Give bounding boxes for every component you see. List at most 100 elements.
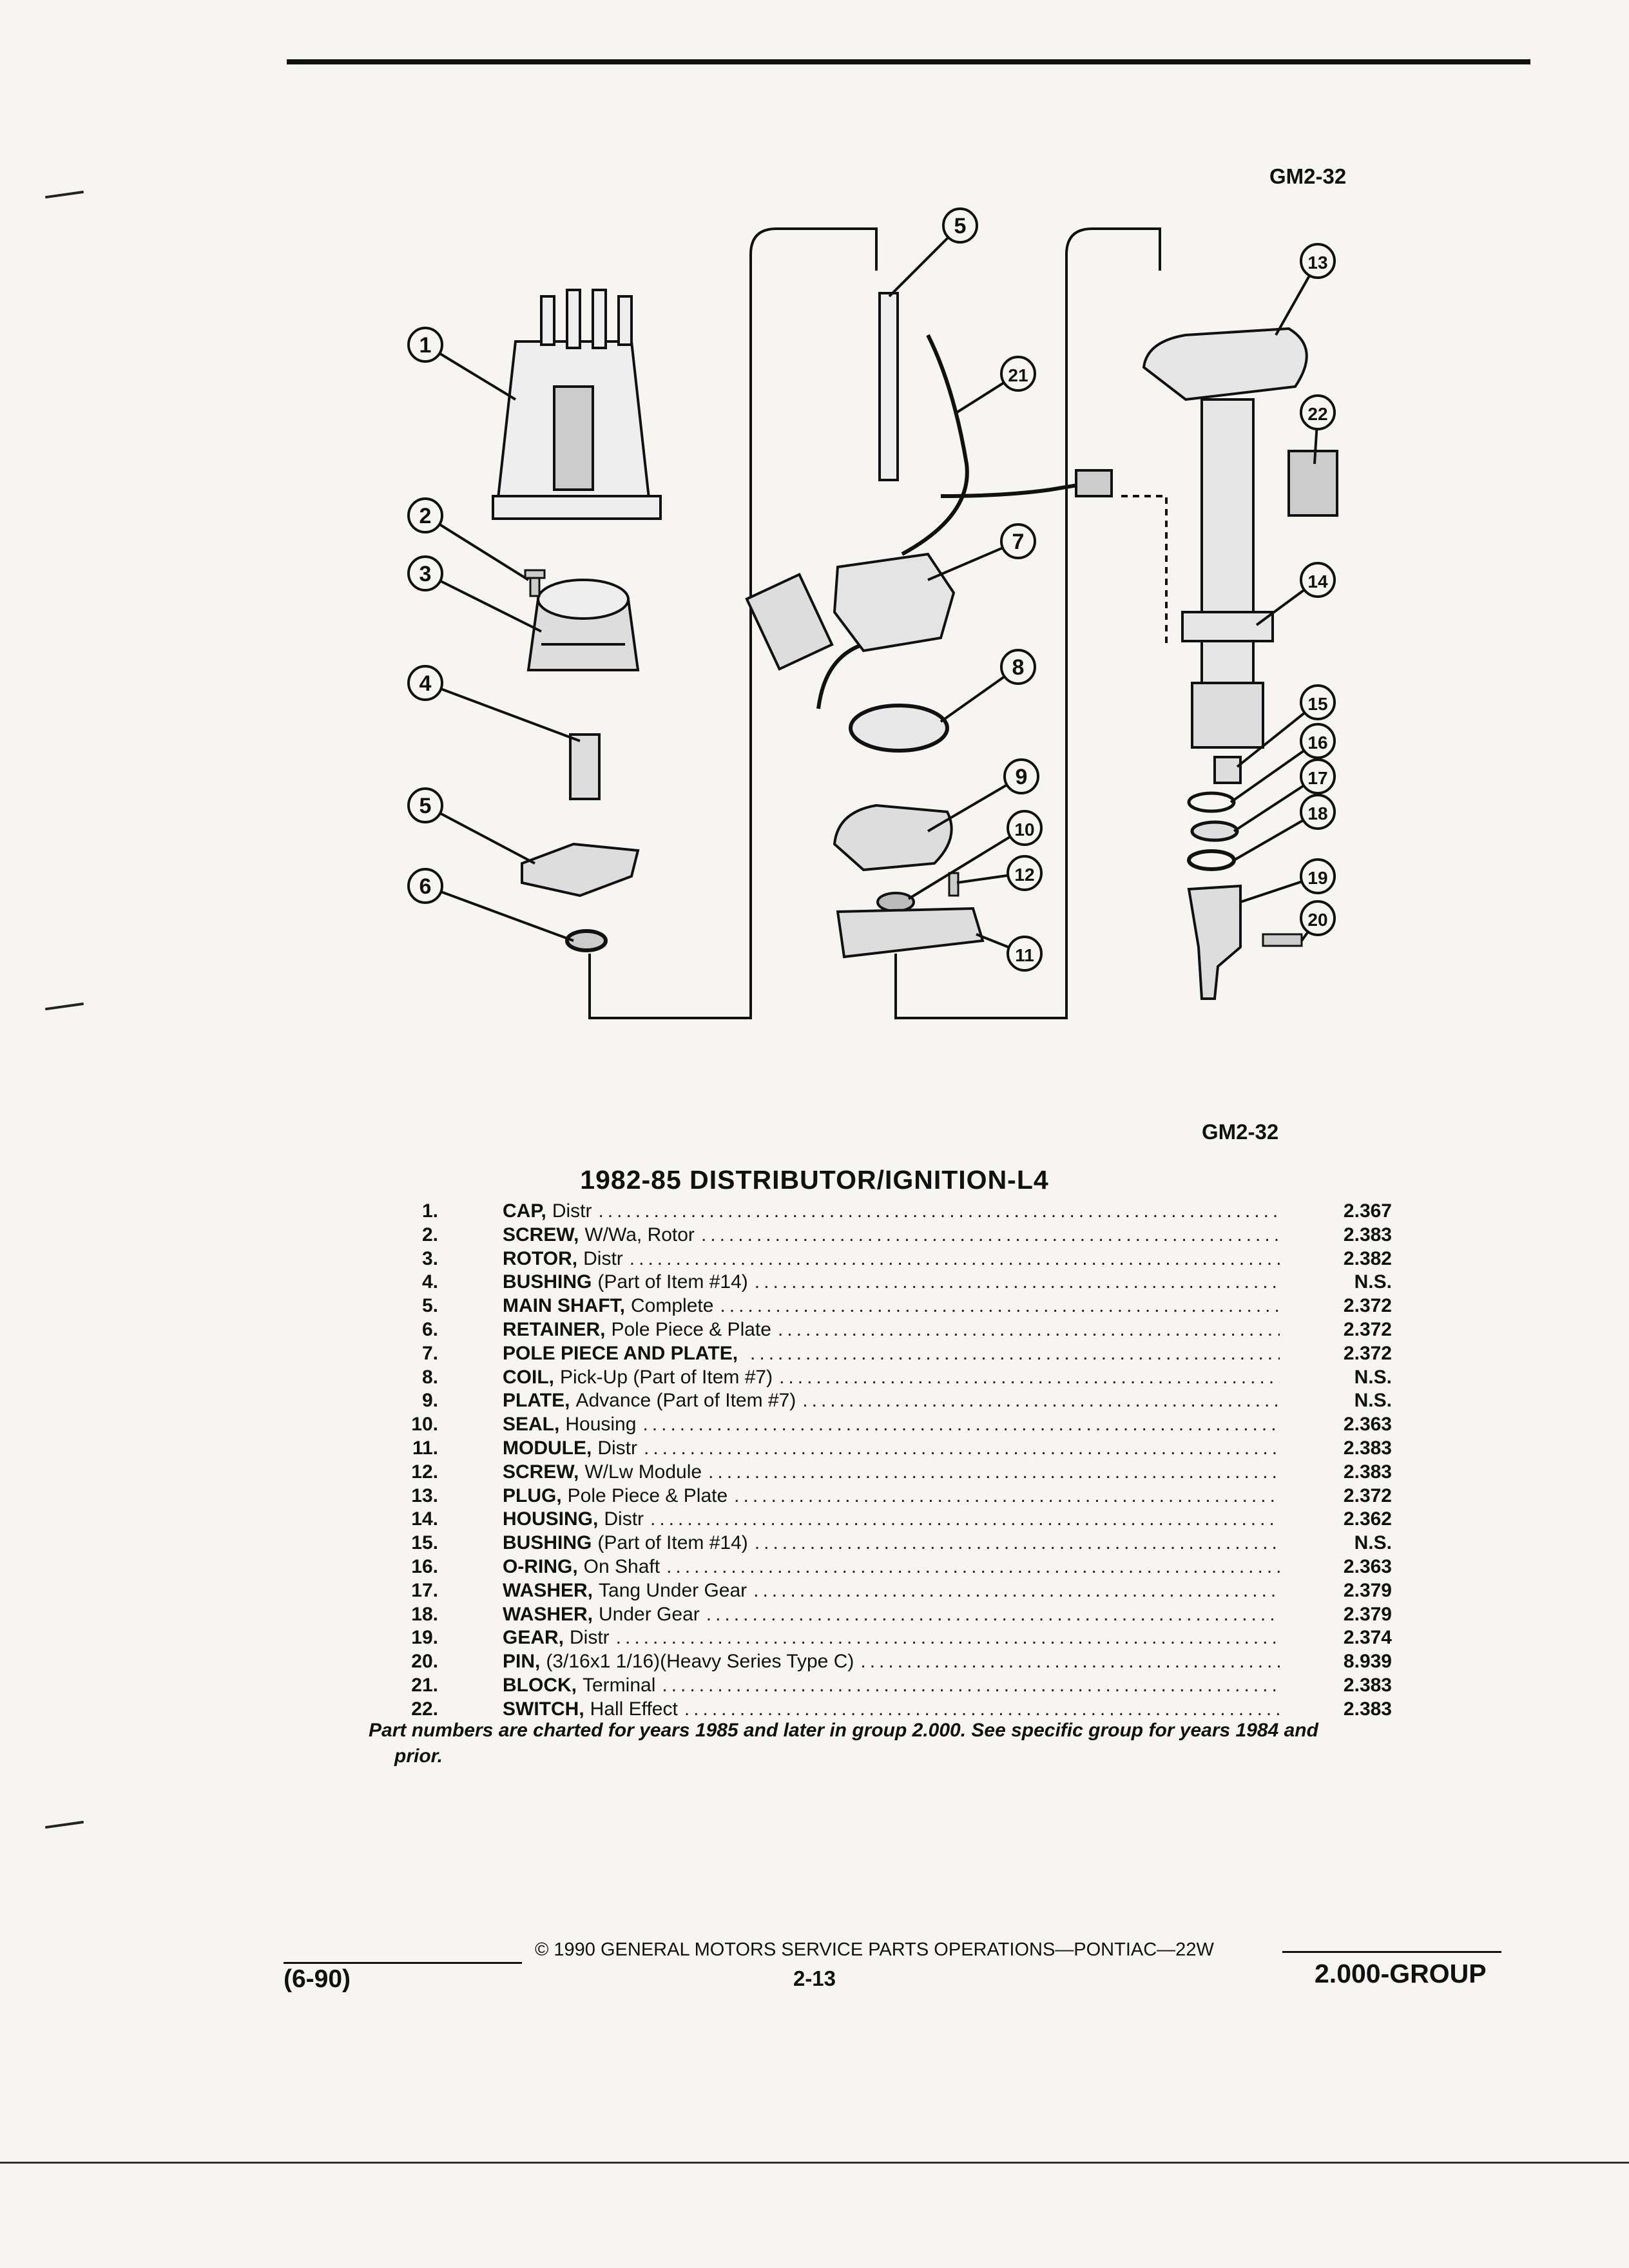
callout-number: 10 — [1014, 820, 1034, 840]
callout-number: 17 — [1307, 768, 1327, 788]
gear-pin — [1262, 933, 1303, 947]
part-group-ref: N.S. — [1354, 1532, 1392, 1554]
parts-row: 1.CAP,Distr2.367 — [361, 1200, 1392, 1224]
part-number: 15. — [411, 1532, 438, 1554]
figure-code-top: GM2-32 — [1269, 164, 1347, 188]
part-number: 12. — [411, 1461, 438, 1483]
part-description: Distr — [597, 1437, 637, 1459]
footer-rule-right — [1282, 1951, 1501, 1953]
footnote: Part numbers are charted for years 1985 … — [369, 1718, 1490, 1769]
parts-row: 6.RETAINER,Pole Piece & Plate2.372 — [361, 1318, 1392, 1342]
part-group-ref: N.S. — [1354, 1271, 1392, 1293]
callout-circle — [1300, 684, 1336, 720]
part-number: 7. — [421, 1342, 438, 1364]
part-group-ref: 2.372 — [1343, 1485, 1392, 1506]
part-group-ref: N.S. — [1354, 1390, 1392, 1412]
callout-circle — [1007, 810, 1043, 846]
distributor-module — [836, 907, 985, 959]
part-name: SCREW, — [503, 1461, 579, 1483]
part-number: 22. — [411, 1698, 438, 1720]
distributor-gear — [1187, 884, 1242, 1000]
part-group-ref: 2.383 — [1343, 1437, 1392, 1459]
callout-number: 11 — [1015, 945, 1034, 965]
part-description: Distr — [583, 1247, 623, 1269]
part-name: MAIN SHAFT, — [503, 1295, 625, 1317]
part-group-ref: 2.362 — [1343, 1508, 1392, 1530]
part-description: Terminal — [583, 1674, 656, 1696]
leader-dots — [662, 1674, 1280, 1698]
leader-dots — [616, 1626, 1280, 1650]
part-number: 14. — [411, 1508, 438, 1530]
callout-circle — [1300, 243, 1336, 279]
callout-number: 14 — [1307, 572, 1328, 591]
part-number: 6. — [421, 1318, 438, 1340]
parts-row: 21.BLOCK,Terminal2.383 — [361, 1674, 1392, 1698]
part-name: BUSHING — [503, 1271, 592, 1293]
part-name: GEAR, — [503, 1627, 564, 1649]
callout-circle — [1000, 356, 1036, 392]
callout-circle — [1300, 394, 1336, 430]
part-description: Pick-Up (Part of Item #7) — [560, 1366, 773, 1388]
part-name: WASHER, — [503, 1579, 593, 1601]
terminal-block — [1075, 469, 1113, 497]
callout-number: 16 — [1307, 733, 1327, 753]
callout-number: 2 — [419, 504, 432, 528]
callout-circle — [407, 787, 443, 823]
module-screw — [948, 872, 959, 897]
part-description: Pole Piece & Plate — [611, 1318, 771, 1340]
part-group-ref: 2.383 — [1343, 1698, 1392, 1720]
margin-mark — [45, 190, 84, 199]
part-group-ref: 2.367 — [1343, 1200, 1392, 1222]
part-description: (Part of Item #14) — [597, 1271, 748, 1293]
callout-circle — [1300, 900, 1336, 936]
part-number: 10. — [411, 1414, 438, 1436]
leader-dots — [755, 1532, 1280, 1555]
part-description: On Shaft — [583, 1555, 660, 1577]
wiring-harness — [816, 334, 1090, 709]
callout-circle — [1300, 794, 1336, 830]
tang-washer — [1190, 820, 1239, 842]
part-name: PLATE, — [503, 1390, 570, 1412]
part-group-ref: 2.383 — [1343, 1224, 1392, 1245]
rotor — [526, 579, 640, 671]
part-group-ref: 2.374 — [1343, 1627, 1392, 1649]
parts-row: 22.SWITCH,Hall Effect2.383 — [361, 1698, 1392, 1722]
footnote-line-2: prior. — [394, 1745, 443, 1767]
part-description: Housing — [565, 1414, 637, 1436]
part-group-ref: 2.382 — [1343, 1247, 1392, 1269]
leader-dots — [753, 1579, 1280, 1603]
rotor-screw — [524, 569, 546, 597]
parts-row: 13.PLUG,Pole Piece & Plate2.372 — [361, 1485, 1392, 1508]
part-name: CAP, — [503, 1200, 546, 1222]
part-description: Distr — [604, 1508, 644, 1530]
part-group-ref: 8.939 — [1343, 1651, 1392, 1673]
callout-circle — [1000, 649, 1036, 685]
callout-number: 18 — [1307, 803, 1327, 823]
bushing — [569, 733, 601, 800]
part-number: 13. — [411, 1485, 438, 1506]
leader-dots — [666, 1555, 1280, 1579]
leader-dots — [860, 1650, 1280, 1674]
leader-dots — [701, 1224, 1280, 1247]
part-name: SEAL, — [503, 1414, 560, 1436]
part-group-ref: 2.372 — [1343, 1318, 1392, 1340]
part-number: 18. — [411, 1603, 438, 1625]
part-number: 2. — [421, 1224, 438, 1245]
part-number: 9. — [421, 1390, 438, 1412]
leader-dots — [734, 1485, 1280, 1508]
leader-dots — [650, 1508, 1280, 1532]
parts-row: 20.PIN,(3/16x1 1/16)(Heavy Series Type C… — [361, 1650, 1392, 1674]
part-name: BLOCK, — [503, 1674, 577, 1696]
leader-dots — [644, 1437, 1280, 1461]
part-name: HOUSING, — [503, 1508, 599, 1530]
callout-leader — [424, 514, 530, 581]
callout-number: 12 — [1014, 865, 1034, 885]
part-description: Under Gear — [599, 1603, 700, 1625]
distributor-housing — [1142, 327, 1308, 749]
part-number: 8. — [421, 1366, 438, 1388]
parts-row: 8.COIL,Pick-Up (Part of Item #7)N.S. — [361, 1366, 1392, 1390]
shaft-guide-line-right — [894, 227, 1161, 1019]
part-description: Advance (Part of Item #7) — [575, 1390, 796, 1412]
part-number: 20. — [411, 1651, 438, 1673]
